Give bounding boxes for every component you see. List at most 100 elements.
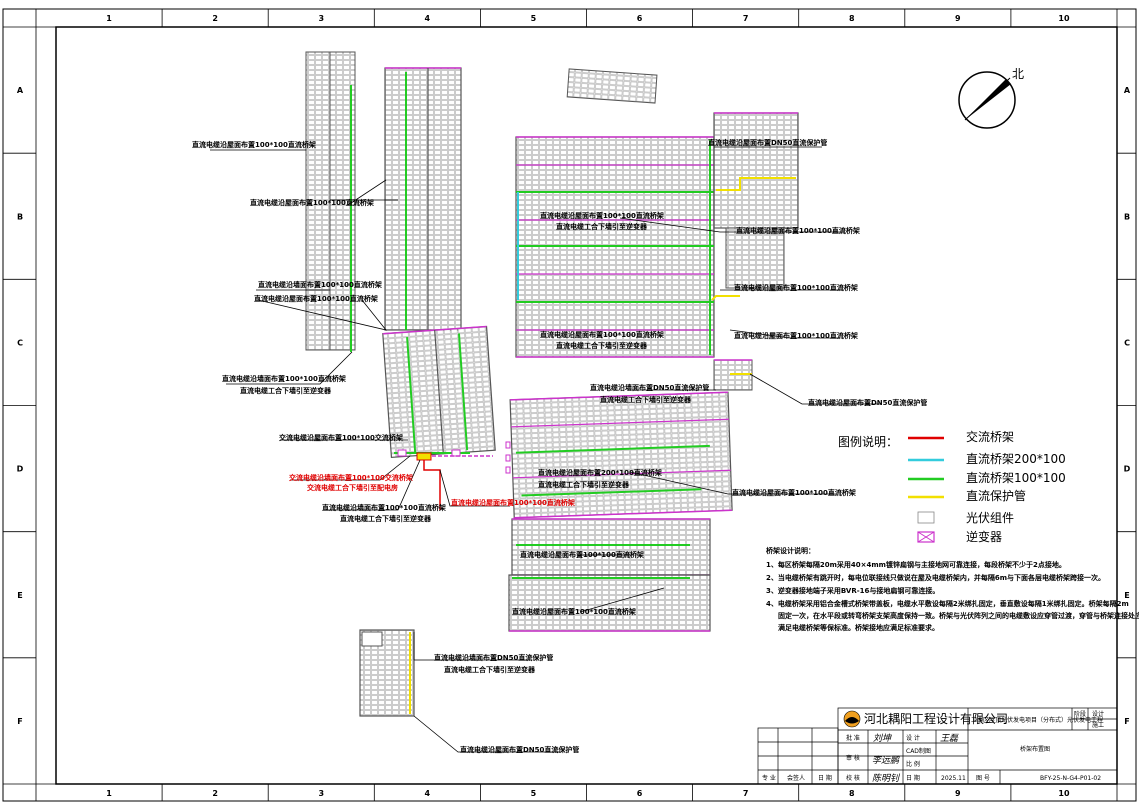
- callout-1: 直流电缆沿屋面布置100*100直流桥架: [192, 140, 316, 149]
- legend-item-pv: 光伏组件: [966, 511, 1014, 525]
- callout-6b: 交流电缆工合下墙引至配电房: [307, 483, 398, 492]
- callout-13a: 直流电缆沿屋面布置100*100直流桥架: [540, 330, 664, 339]
- drawing-name: 桥架布置图: [1020, 745, 1050, 753]
- callout-14a: 直流电缆沿墙面布置DN50直流保护管: [590, 383, 709, 392]
- ac-tray-route: [423, 460, 441, 510]
- north-label: 北: [1012, 67, 1024, 81]
- grid-col-2-top: 2: [212, 14, 218, 23]
- legend-item-ac: 交流桥架: [966, 429, 1014, 444]
- leader-lines: [210, 146, 880, 753]
- role-scale: 比 例: [906, 760, 920, 768]
- title-block: [757, 707, 1118, 785]
- grid-col-1-bottom: 1: [106, 789, 112, 798]
- grid-row-B-left: B: [17, 212, 23, 221]
- callout-16a: 直流电缆沿屋面布置200*100直流桥架: [538, 468, 662, 477]
- callout-8a: 直流电缆沿墙面布置100*100直流桥架: [322, 503, 446, 512]
- callout-8b: 直流电缆工合下墙引至逆变器: [340, 514, 432, 523]
- grid-col-6-top: 6: [637, 14, 643, 23]
- grid-row-B-right: B: [1124, 212, 1130, 221]
- grid-row-C-left: C: [17, 338, 23, 347]
- callout-18: 直流电缆沿屋面布置100*100直流桥架: [520, 550, 644, 559]
- note-line-5: 固定一次，在水平段或转弯桥架支架高度保持一致。桥架与光伏阵列之间的电缆敷设应穿管…: [778, 611, 1139, 620]
- project-name: 工业区屋顶光伏发电项目（分布式）光伏发电工程: [971, 716, 1103, 724]
- grid-row-F-right: F: [1124, 717, 1129, 726]
- grid-row-A-right: A: [1124, 86, 1131, 95]
- role-design: 设 计: [906, 734, 920, 742]
- grid-row-markers: A A B B C C D D E E F F: [3, 86, 1136, 726]
- callout-19: 直流电缆沿屋面布置100*100直流桥架: [512, 607, 636, 616]
- callout-13: 直流电缆沿屋面布置100*100直流桥架: [734, 331, 858, 340]
- callout-21: 直流电缆沿屋面布置DN50直流保护管: [460, 745, 579, 754]
- callout-7: 直流电缆沿屋面布置100*100直流桥架: [451, 498, 575, 507]
- inverter-icon: [917, 531, 935, 543]
- grid-row-E-left: E: [17, 591, 22, 600]
- grid-row-A-left: A: [17, 86, 24, 95]
- note-line-4: 4、电缆桥架采用铝合金槽式桥架带盖板，电缆水平敷设每隔2米绑扎固定，垂直敷设每隔…: [766, 599, 1129, 608]
- grid-col-9-bottom: 9: [955, 789, 961, 798]
- drawing-no-label: 图 号: [976, 775, 990, 782]
- callout-15: 直流电缆沿屋面布置DN50直流保护管: [808, 398, 927, 407]
- signature-check: 陈明钊: [872, 773, 901, 784]
- notes-title: 桥架设计说明：: [766, 546, 815, 555]
- legend-item-inverter: 逆变器: [966, 529, 1002, 544]
- role-review: 审 核: [846, 754, 860, 762]
- grid-col-4-top: 4: [425, 14, 431, 23]
- grid-row-F-left: F: [17, 717, 22, 726]
- outer-frame: [2, 8, 1137, 802]
- callout-labels: 直流电缆沿屋面布置100*100直流桥架 直流电缆沿屋面布置100*100直流桥…: [192, 138, 927, 754]
- callout-2: 直流电缆沿屋面布置100*100直流桥架: [250, 198, 374, 207]
- role-approve: 批 准: [846, 734, 860, 742]
- role-check: 校 核: [846, 774, 860, 782]
- grid-col-9-top: 9: [955, 14, 961, 23]
- grid-col-5-top: 5: [531, 14, 537, 23]
- grid-col-3-bottom: 3: [318, 789, 324, 798]
- callout-20a: 直流电缆沿墙面布置DN50直流保护管: [434, 653, 553, 662]
- countersign-date: 日 期: [818, 774, 832, 782]
- legend-item-dc200: 直流桥架200*100: [966, 452, 1066, 466]
- legend-item-conduit: 直流保护管: [966, 488, 1026, 503]
- callout-4b: 直流电缆工合下墙引至逆变器: [240, 386, 332, 395]
- title-block-text: 河北耦阳工程设计有限公司 工业区屋顶光伏发电项目（分布式）光伏发电工程 阶段 设…: [762, 710, 1104, 784]
- role-date: 日 期: [906, 774, 920, 782]
- callout-17: 直流电缆沿屋面布置100*100直流桥架: [732, 488, 856, 497]
- north-arrow: 北: [958, 67, 1024, 129]
- design-notes: 桥架设计说明： 1、每区桥架每隔20m采用40×4mm镀锌扁钢与主接地网可靠连接…: [766, 546, 1139, 632]
- company-name: 河北耦阳工程设计有限公司: [864, 711, 1008, 726]
- grid-col-7-bottom: 7: [743, 789, 749, 798]
- callout-10b: 直流电缆工合下墙引至逆变器: [556, 222, 648, 231]
- pv-arrays: [305, 51, 799, 717]
- note-line-2: 2、当电缆桥架有跳开时，每电位联接线只做说在屋及电缆桥架内，并每隔6m与下面各层…: [766, 573, 1105, 582]
- note-line-1: 1、每区桥架每隔20m采用40×4mm镀锌扁钢与主接地网可靠连接，每段桥架不少于…: [766, 560, 1066, 569]
- note-line-3: 3、逆变器接地端子采用BVR-16与接地扁钢可靠连接。: [766, 586, 939, 595]
- countersign-major: 专 业: [762, 774, 776, 782]
- grid-col-2-bottom: 2: [212, 789, 218, 798]
- callout-5: 交流电缆沿屋面布置100*100交流桥架: [279, 433, 403, 442]
- date-value: 2025.11: [941, 775, 966, 782]
- callout-3a: 直流电缆沿墙面布置100*100直流桥架: [258, 280, 382, 289]
- drawing-no: BFY-25-N-G4-P01-02: [1040, 775, 1101, 782]
- grid-col-3-top: 3: [318, 14, 324, 23]
- legend-item-dc100: 直流桥架100*100: [966, 471, 1066, 485]
- grid-col-10-bottom: 10: [1058, 789, 1070, 798]
- grid-row-E-right: E: [1124, 591, 1129, 600]
- role-cad: CAD制图: [906, 747, 931, 755]
- phase-value: 设计: [1092, 710, 1104, 718]
- grid-col-8-bottom: 8: [849, 789, 855, 798]
- callout-3b: 直流电缆沿屋面布置100*100直流桥架: [254, 294, 378, 303]
- signature-review: 李远鹏: [872, 755, 900, 766]
- grid-row-D-left: D: [17, 465, 24, 474]
- grid-col-6-bottom: 6: [637, 789, 643, 798]
- grid-row-D-right: D: [1124, 465, 1131, 474]
- company-logo: [843, 710, 861, 728]
- grid-row-C-right: C: [1124, 338, 1130, 347]
- grid-col-7-top: 7: [743, 14, 749, 23]
- grid-col-1-top: 1: [106, 14, 112, 23]
- grid-col-4-bottom: 4: [425, 789, 431, 798]
- callout-10a: 直流电缆沿屋面布置100*100直流桥架: [540, 211, 664, 220]
- callout-12: 直流电缆沿屋面布置100*100直流桥架: [734, 283, 858, 292]
- legend-title: 图例说明：: [838, 434, 898, 449]
- callout-6a: 交流电缆沿墙面布置100*100交流桥架: [289, 473, 413, 482]
- callout-20b: 直流电缆工合下墙引至逆变器: [444, 665, 536, 674]
